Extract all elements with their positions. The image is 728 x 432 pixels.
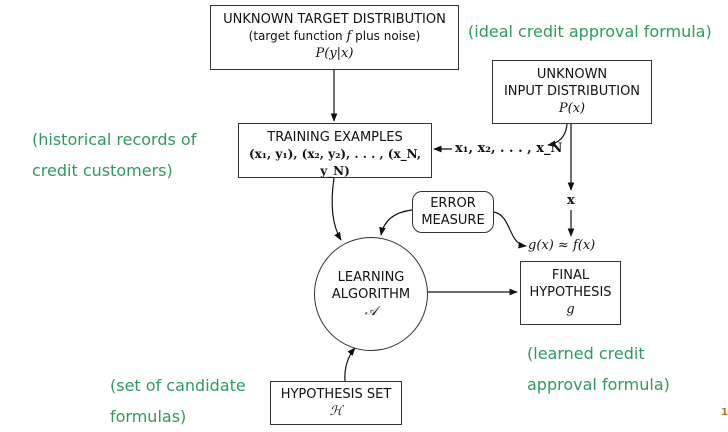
final-hypothesis-line1: FINAL [551,268,590,283]
learning-algorithm-symbol: 𝒜 [364,303,378,319]
approximation-label: g(x) ≈ f(x) [528,238,596,253]
hypothesis-set-title: HYPOTHESIS SET [280,387,392,402]
error-measure-line1: ERROR [430,196,476,211]
annotation-candidates-line1: (set of candidate [110,376,246,395]
unknown-target-distribution-box: UNKNOWN TARGET DISTRIBUTION (target func… [210,5,459,70]
error-measure-line2: MEASURE [421,213,485,228]
training-examples-box: TRAINING EXAMPLES (x₁, y₁), (x₂, y₂), . … [238,123,432,178]
annotation-candidate-formulas: (set of candidate formulas) [110,370,246,432]
hypothesis-set-box: HYPOTHESIS SET ℋ [270,381,402,425]
annotation-historical-line2: credit customers) [32,161,173,180]
target-distribution-subtitle: (target function f plus noise) [248,29,421,44]
arrow-hypothesis-set-to-algorithm [344,347,356,382]
target-distribution-title: UNKNOWN TARGET DISTRIBUTION [223,12,446,27]
input-distribution-formula: P(x) [558,101,586,116]
arrow-input-to-samples [547,123,568,148]
arrow-error-to-approx [493,211,527,249]
page-number: 1 [721,407,728,418]
input-distribution-line2: INPUT DISTRIBUTION [503,84,641,99]
target-distribution-formula: P(y|x) [315,46,354,61]
learning-algorithm-node: LEARNING ALGORITHM 𝒜 [314,237,428,351]
target-function-symbol: f [346,29,352,44]
arrow-training-to-algorithm [331,177,342,241]
x-label: x [567,193,575,208]
final-hypothesis-line2: HYPOTHESIS [529,285,612,300]
samples-label: x₁, x₂, . . . , x_N [455,141,563,156]
error-measure-box: ERROR MEASURE [412,191,494,233]
final-hypothesis-symbol: g [566,302,575,317]
annotation-learned-formula: (learned credit approval formula) [527,338,670,400]
hypothesis-set-symbol: ℋ [329,404,343,419]
learning-algorithm-line2: ALGORITHM [331,286,411,302]
final-hypothesis-box: FINAL HYPOTHESIS g [520,261,621,325]
training-examples-title: TRAINING EXAMPLES [267,130,403,145]
learning-algorithm-line1: LEARNING [337,269,405,285]
training-examples-formula: (x₁, y₁), (x₂, y₂), . . . , (x_N, y_N) [248,147,422,178]
input-distribution-line1: UNKNOWN [536,67,608,82]
annotation-candidates-line2: formulas) [110,407,187,426]
annotation-learned-line2: approval formula) [527,375,670,394]
annotation-learned-line1: (learned credit [527,344,645,363]
annotation-historical-records: (historical records of credit customers) [32,124,196,186]
arrow-error-to-algorithm [379,209,413,236]
annotation-historical-line1: (historical records of [32,130,197,149]
unknown-input-distribution-box: UNKNOWN INPUT DISTRIBUTION P(x) [492,60,652,124]
annotation-ideal-formula: (ideal credit approval formula) [468,22,712,41]
